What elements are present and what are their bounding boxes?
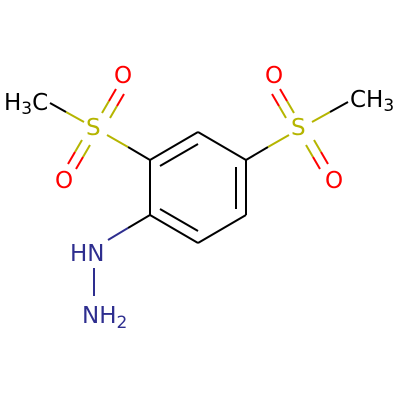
right-sulfonyl-bonds xyxy=(245,88,349,170)
left-sulfonyl-bonds xyxy=(49,88,151,170)
s-to-ch3-bond xyxy=(329,101,349,113)
ring-to-s-bond xyxy=(127,146,151,161)
s-to-ch3-bond xyxy=(65,111,85,123)
oxygen-left-bottom-label: O xyxy=(55,168,73,194)
s-o-double-bond xyxy=(67,151,76,165)
s-o-double-bond xyxy=(101,100,110,114)
s-o-double-bond xyxy=(279,88,288,102)
ring-double-bond xyxy=(159,208,199,232)
methyl-left-label: H3C xyxy=(4,90,48,119)
ring-bond xyxy=(197,131,247,161)
ring-to-n-bond xyxy=(127,214,151,229)
oxygen-left-top-label: O xyxy=(114,63,132,89)
s-to-ch3-bond xyxy=(49,102,67,113)
s-o-double-bond xyxy=(116,93,125,107)
ring-bond xyxy=(149,214,199,244)
s-o-double-bond xyxy=(278,105,287,119)
s-o-double-bond xyxy=(305,144,314,158)
ring-to-s-bond xyxy=(106,134,129,148)
s-o-double-bond xyxy=(320,151,329,165)
methyl-right-label: CH3 xyxy=(350,87,394,116)
oxygen-right-top-label: O xyxy=(265,63,283,89)
s-to-ch3-bond xyxy=(311,111,331,123)
sulfur-left-label: S xyxy=(86,115,101,141)
amine-nh-label: HN xyxy=(70,241,105,267)
ring-bond xyxy=(197,214,247,244)
hydrazine-bonds xyxy=(93,214,151,296)
s-o-double-bond xyxy=(271,93,280,107)
ring-to-s-bond xyxy=(267,134,290,148)
s-o-double-bond xyxy=(74,139,83,153)
sulfur-right-label: S xyxy=(291,115,306,141)
s-o-double-bond xyxy=(108,88,117,102)
oxygen-right-bottom-label: O xyxy=(325,168,343,194)
s-o-double-bond xyxy=(312,156,321,170)
amine-nh2-label: NH2 xyxy=(82,303,127,333)
s-o-double-bond xyxy=(313,139,322,153)
s-o-double-bond xyxy=(286,100,295,114)
s-o-double-bond xyxy=(82,144,91,158)
s-o-double-bond xyxy=(109,105,118,119)
ring-bond xyxy=(149,131,199,161)
ring-to-s-bond xyxy=(245,146,269,161)
ring-to-n-bond xyxy=(107,227,129,241)
s-o-double-bond xyxy=(75,156,84,170)
ring-double-bond xyxy=(159,143,199,167)
benzene-ring xyxy=(149,131,247,244)
